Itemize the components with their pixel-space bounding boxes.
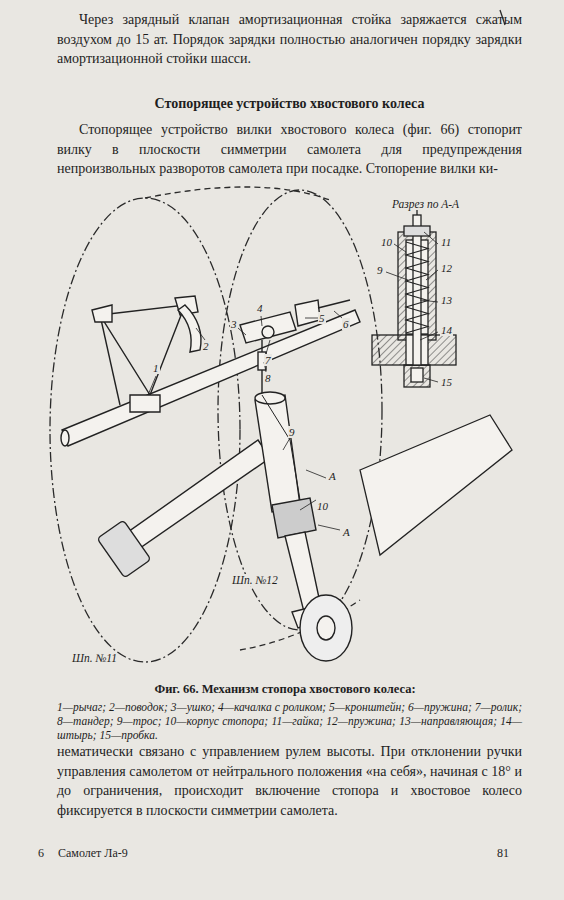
callout-number: 5 bbox=[318, 312, 326, 324]
frame-label: Шп. №11 bbox=[72, 652, 117, 664]
section-title: Разрез по А-А bbox=[392, 198, 459, 210]
callout-number: 11 bbox=[440, 236, 452, 248]
paragraph: Стопорящее устройство вилки хвостового к… bbox=[57, 120, 522, 179]
paragraph: Через зарядный клапан амортизационная ст… bbox=[57, 10, 522, 69]
callout-number: 8 bbox=[264, 372, 272, 384]
callout-number: 7 bbox=[264, 354, 272, 366]
callout-number: 4 bbox=[256, 302, 264, 314]
callout-number: 10 bbox=[316, 500, 329, 512]
tail-strut bbox=[97, 392, 352, 661]
callout-number: 15 bbox=[440, 376, 453, 388]
callout-number: 13 bbox=[440, 294, 453, 306]
callout-number: 1 bbox=[152, 362, 160, 374]
callout-number: 9 bbox=[288, 426, 296, 438]
signature-mark: 6 bbox=[38, 846, 44, 861]
callout-number: 10 bbox=[380, 236, 393, 248]
callout-number: 6 bbox=[342, 318, 350, 330]
callout-number: 3 bbox=[230, 318, 238, 330]
callout-number: 14 bbox=[440, 324, 453, 336]
section-mark: А bbox=[342, 526, 351, 538]
parts-list: 1—рычаг; 2—поводок; 3—ушко; 4—качалка с … bbox=[57, 700, 522, 742]
leader-lines bbox=[148, 232, 438, 530]
callout-number: 2 bbox=[202, 340, 210, 352]
frame-label: Шп. №12 bbox=[232, 574, 278, 586]
paragraph: нематически связано с управлением рулем … bbox=[57, 742, 522, 820]
section-heading: Стопорящее устройство хвостового колеса bbox=[57, 96, 522, 112]
control-rod bbox=[61, 296, 360, 446]
callout-number: 12 bbox=[440, 262, 453, 274]
stabilizer bbox=[360, 415, 512, 555]
page-number: 81 bbox=[497, 846, 509, 861]
book-title: Самолет Ла-9 bbox=[58, 846, 128, 861]
figure-caption: Фиг. 66. Механизм стопора хвостового кол… bbox=[40, 682, 530, 697]
section-mark: А bbox=[328, 470, 337, 482]
callout-number: 9 bbox=[376, 264, 384, 276]
section-view bbox=[372, 200, 456, 387]
